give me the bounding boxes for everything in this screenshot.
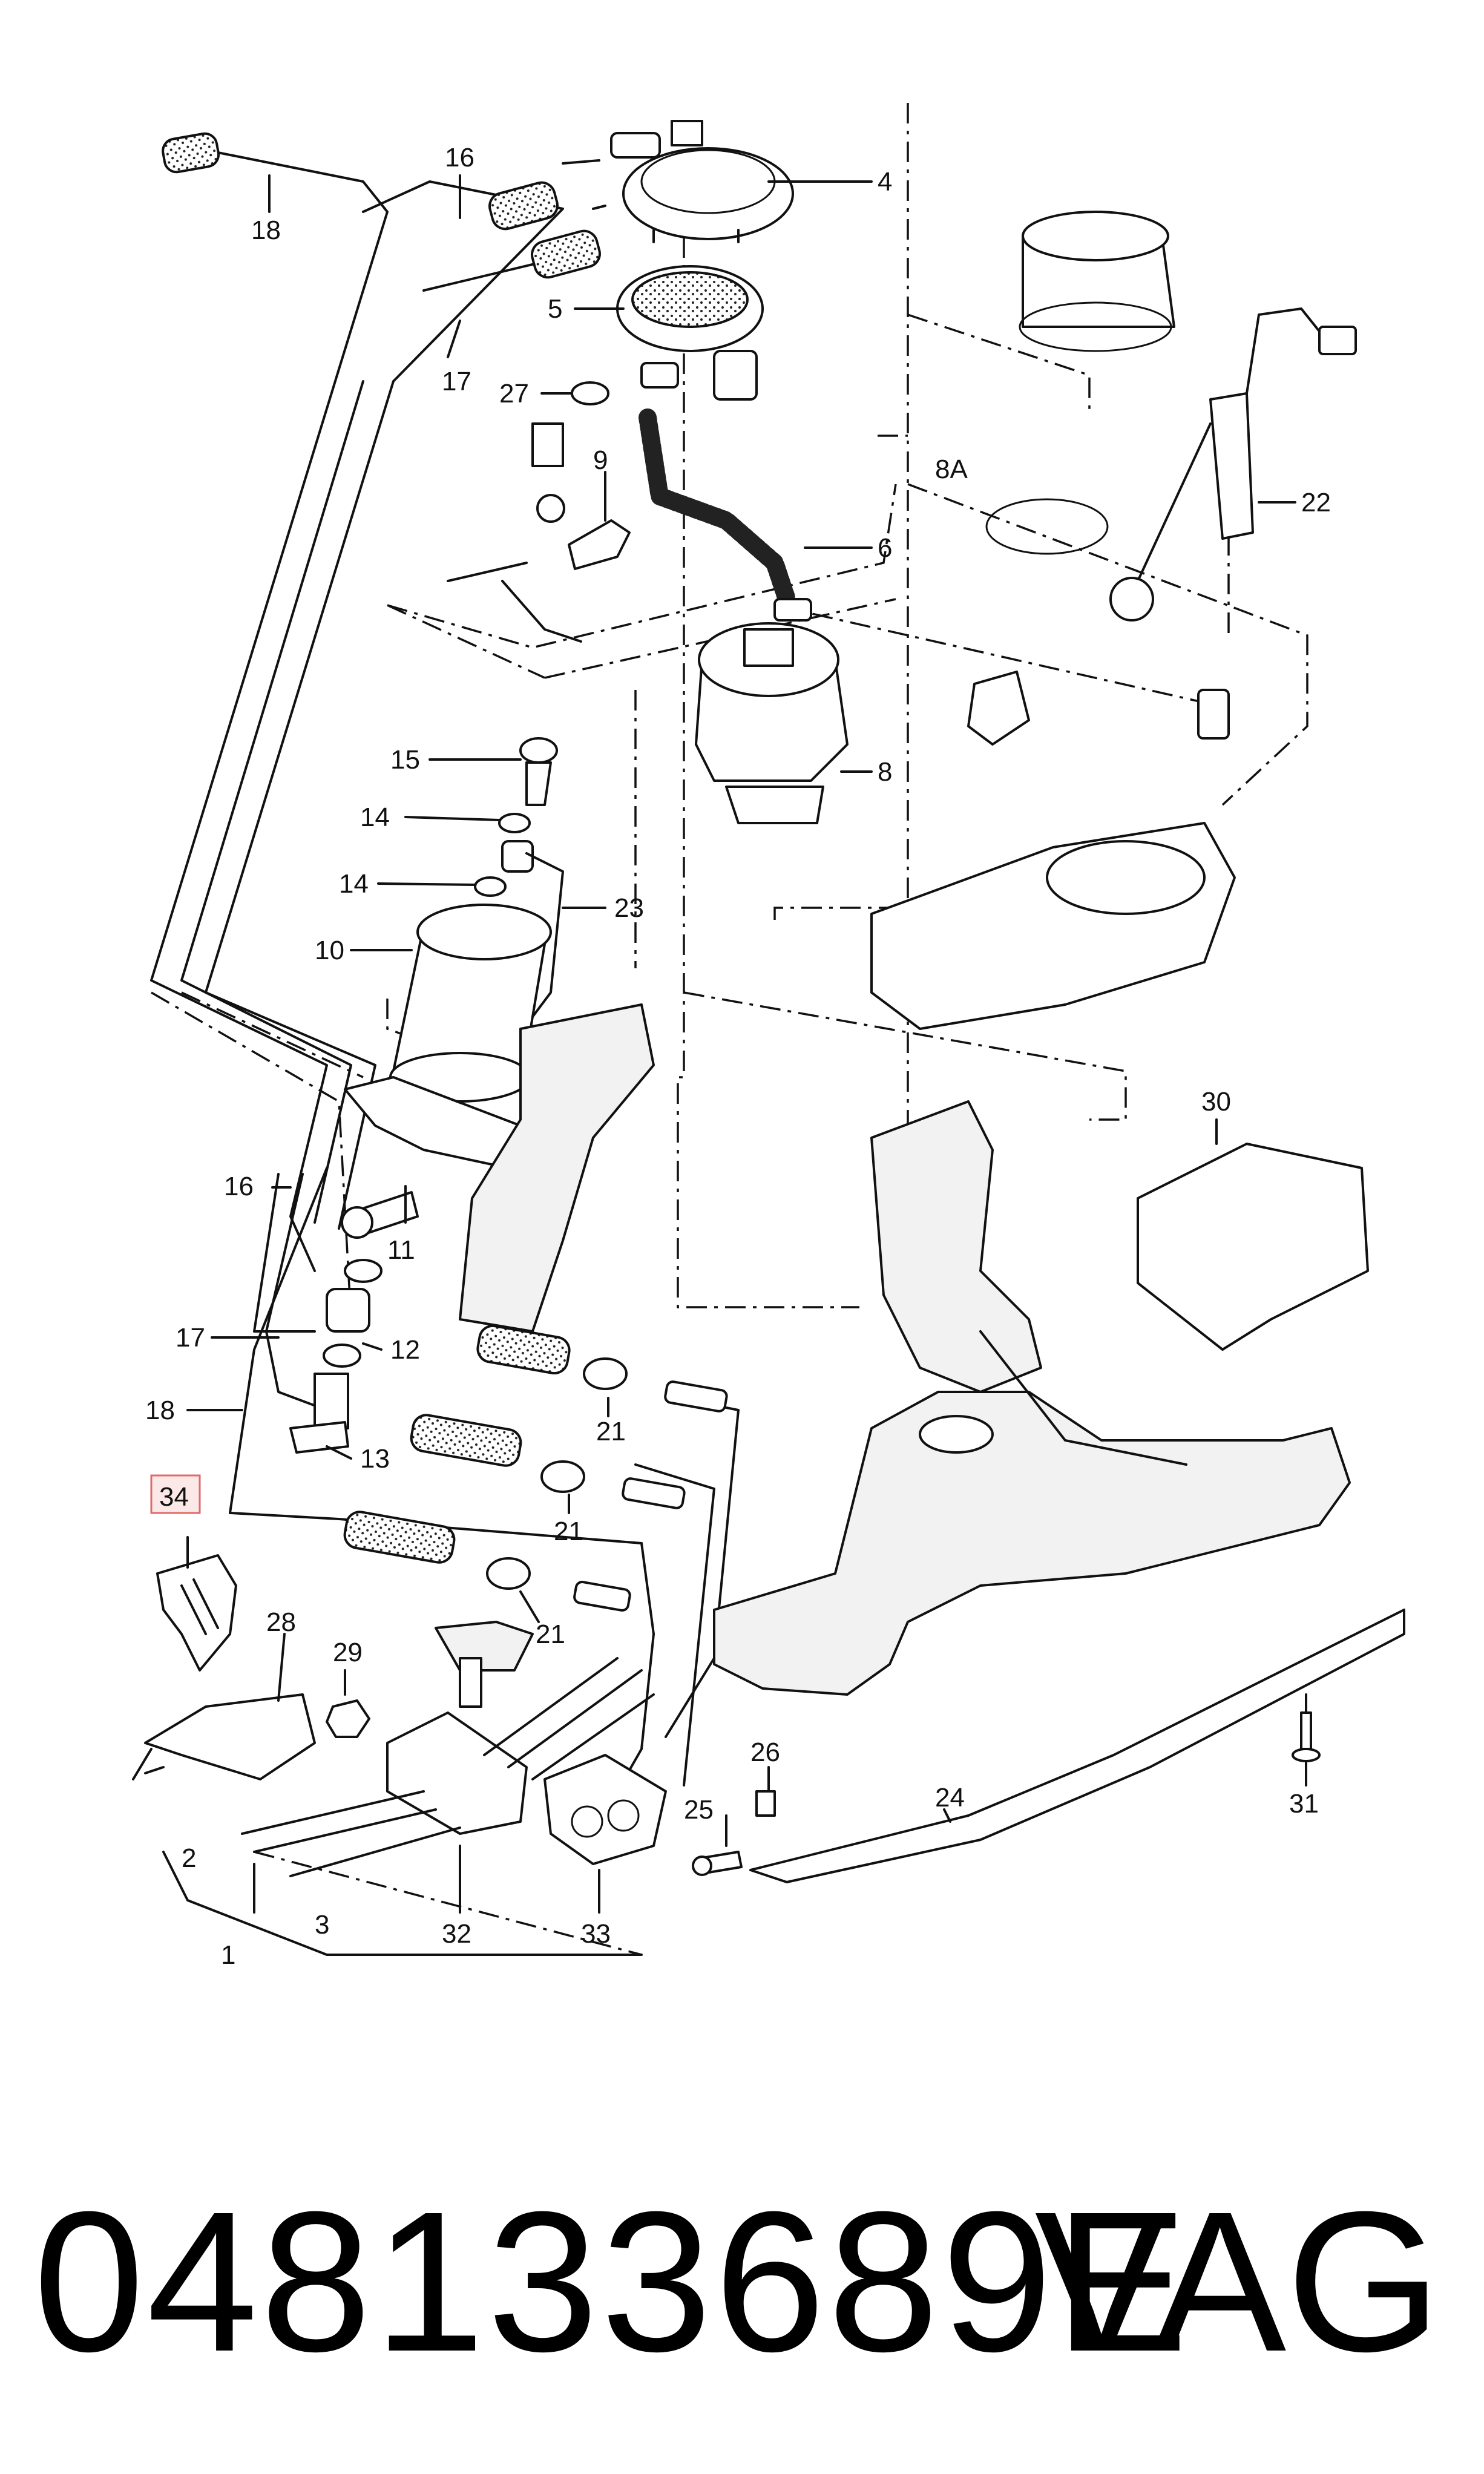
part-24-strap [749,1609,1405,1883]
callout-16-mid: 16 [224,1172,254,1201]
callout-25: 25 [684,1795,714,1825]
part-11-bolt [341,1191,419,1239]
part-tank-ring [1019,211,1175,352]
callout-1: 1 [221,1940,235,1970]
callout-27: 27 [499,379,529,409]
part-18-filler-hose [162,132,220,174]
callout-18-mid: 18 [145,1396,175,1425]
part-15-banjo-bolt [519,737,558,806]
callout-4: 4 [878,167,892,197]
callout-5: 5 [548,294,562,324]
part-9-check-valve [447,422,631,643]
part-27-o-ring [571,381,609,405]
part-29-nut [326,1699,370,1738]
part-clip-small [435,1621,534,1708]
part-13-bolt [289,1373,349,1454]
fuel-lines [150,150,740,1793]
part-small-clip [967,671,1030,746]
callout-2: 2 [182,1843,196,1873]
part-23-pipe [525,852,564,1018]
callout-11: 11 [387,1235,415,1265]
callout-22: 22 [1301,488,1331,517]
callout-14-lower: 14 [339,869,369,899]
callout-3: 3 [315,1910,329,1940]
leader-lines [162,174,1307,1956]
part-filter-bracket [344,1003,655,1333]
part-22-level-sender [985,307,1357,622]
part-fuel-tank [713,1100,1351,1696]
callout-21-c: 21 [536,1619,565,1649]
part-8-fuel-pump [695,622,849,824]
part-30-shield [1137,1143,1369,1351]
callout-33: 33 [581,1919,611,1949]
callout-34-highlight-box [150,1474,201,1514]
callout-17-mid: 17 [176,1323,205,1353]
callout-17-top: 17 [442,367,471,396]
part-26-clip [755,1790,776,1817]
part-14-washers [474,813,534,897]
callout-21-a: 21 [596,1417,626,1446]
callout-16-top: 16 [445,143,474,172]
callout-8A: 8A [935,454,968,484]
part-reservoir [870,689,1236,1030]
callout-13: 13 [360,1444,390,1474]
callout-31: 31 [1289,1789,1319,1819]
exploded-parts-diagram: 18 16 17 4 5 27 9 8A 6 22 8 15 14 14 23 … [132,103,1405,1970]
part-1-2-3-pipes [483,1657,655,1780]
callout-12: 12 [390,1335,420,1365]
part-21-hose-clamps [343,1324,728,1612]
callout-10: 10 [315,936,344,965]
part-4-flange [610,120,794,243]
callout-24: 24 [935,1783,965,1813]
callout-18-top: 18 [251,215,281,245]
callout-6: 6 [878,533,892,563]
part-31-bolt [1292,1711,1321,1762]
part-16-17-hoses [488,159,606,279]
part-32-holder [241,1711,528,1877]
part-28-bracket [132,1693,316,1780]
callout-15: 15 [390,745,420,775]
caption: 048133689E VAG [0,2154,1484,2409]
callout-21-b: 21 [554,1517,583,1546]
part-34-clip [156,1554,237,1672]
callout-28: 28 [266,1607,296,1637]
part-5-seal-ring [616,265,764,352]
callout-32: 32 [442,1919,471,1949]
callout-8: 8 [878,757,892,787]
part-number: 048133689E [33,2170,1190,2393]
callout-9: 9 [593,445,608,475]
callout-23: 23 [614,893,644,923]
callout-26: 26 [750,1737,780,1767]
part-33-holder [543,1754,667,1865]
callout-14-upper: 14 [360,802,390,832]
brand-name: VAG [1034,2170,1442,2393]
part-6-connector-hose [639,350,812,622]
callout-29: 29 [333,1638,363,1667]
callout-30: 30 [1201,1087,1231,1117]
part-25-bolt [692,1851,743,1876]
callout-34: 34 [159,1482,189,1512]
callout-labels: 18 16 17 4 5 27 9 8A 6 22 8 15 14 14 23 … [145,143,1331,1970]
part-12-union [323,1259,382,1368]
